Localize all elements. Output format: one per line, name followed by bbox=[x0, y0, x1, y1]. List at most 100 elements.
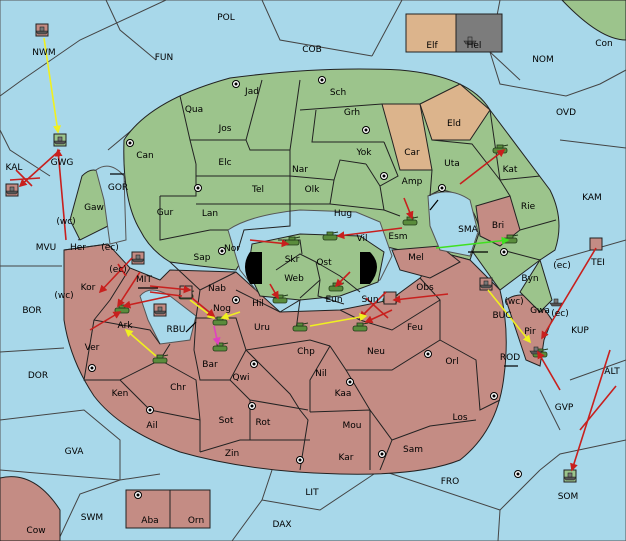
region-label: Car bbox=[404, 148, 420, 158]
region-label: LIT bbox=[305, 488, 319, 498]
region-label: Ost bbox=[316, 258, 332, 268]
region-label: Orl bbox=[445, 357, 458, 367]
province-mel[interactable] bbox=[391, 245, 461, 279]
region-label: Mou bbox=[343, 421, 362, 431]
gor-channel bbox=[95, 165, 127, 245]
fleet-units[interactable] bbox=[5, 23, 603, 483]
region-label: Mel bbox=[408, 253, 424, 263]
region-label: Qwi bbox=[233, 373, 250, 383]
region-label: Gaw bbox=[84, 203, 104, 213]
region-label: Nar bbox=[292, 165, 308, 175]
region-label: SOM bbox=[558, 492, 579, 502]
region-label: Esm bbox=[388, 232, 407, 242]
region-label: Uta bbox=[444, 159, 460, 169]
region-label: TEI bbox=[590, 258, 605, 268]
region-label: Kat bbox=[503, 165, 518, 175]
region-label: Elc bbox=[218, 158, 231, 168]
region-label: Jad bbox=[244, 87, 259, 97]
region-label: Sch bbox=[330, 88, 346, 98]
region-label: ROD bbox=[500, 353, 520, 363]
region-label: Neu bbox=[367, 347, 385, 357]
region-label: Zin bbox=[225, 449, 239, 459]
region-label: Pir bbox=[524, 327, 536, 337]
region-label: Amp bbox=[402, 177, 423, 187]
region-label: Gur bbox=[157, 208, 174, 218]
region-label: Rie bbox=[521, 202, 536, 212]
region-label: RBU bbox=[166, 325, 185, 335]
region-label: Cow bbox=[26, 526, 45, 536]
region-label: Nog bbox=[213, 304, 231, 314]
province-cow[interactable] bbox=[0, 476, 61, 541]
province-elf[interactable] bbox=[405, 13, 457, 53]
region-label: POL bbox=[217, 13, 235, 23]
region-label: NWM bbox=[32, 48, 55, 58]
sma-channel bbox=[427, 191, 479, 257]
region-label: Ark bbox=[117, 321, 133, 331]
region-label: GOR bbox=[108, 183, 128, 193]
region-label: Can bbox=[136, 151, 154, 161]
region-label: Rot bbox=[256, 418, 271, 428]
region-label: (ec) bbox=[553, 261, 571, 271]
region-label: Kaa bbox=[335, 389, 352, 399]
region-label: (ec) bbox=[109, 265, 127, 275]
region-label: Hel bbox=[467, 41, 482, 51]
region-label: Skr bbox=[285, 255, 300, 265]
province-orn[interactable] bbox=[169, 489, 211, 529]
region-label: OVD bbox=[556, 108, 576, 118]
region-label: Sap bbox=[194, 253, 211, 263]
region-label: Jos bbox=[218, 124, 232, 134]
region-label: Tel bbox=[251, 185, 264, 195]
region-label: FUN bbox=[155, 53, 174, 63]
region-label: Bri bbox=[492, 221, 504, 231]
region-label: DOR bbox=[28, 371, 48, 381]
region-label: Kor bbox=[81, 283, 96, 293]
region-label: Web bbox=[284, 274, 304, 284]
region-label: Eun bbox=[325, 295, 342, 305]
region-label: Qua bbox=[185, 105, 203, 115]
region-label: Vil bbox=[357, 234, 368, 244]
region-label: Chp bbox=[297, 347, 315, 357]
region-label: ALT bbox=[604, 367, 620, 377]
region-label: (ec) bbox=[551, 309, 569, 319]
region-label: Yok bbox=[355, 148, 372, 158]
province-hel[interactable] bbox=[455, 13, 503, 53]
region-label: GVA bbox=[65, 447, 85, 457]
order-arrows bbox=[9, 37, 617, 472]
region-label: (wc) bbox=[56, 217, 75, 227]
region-label: Hil bbox=[252, 299, 264, 309]
lake-oval bbox=[245, 252, 377, 284]
region-label: Aba bbox=[141, 516, 158, 526]
region-label: NOM bbox=[532, 55, 554, 65]
region-label: Sam bbox=[403, 445, 423, 455]
province-borders bbox=[63, 79, 557, 471]
region-label: Byn bbox=[521, 274, 538, 284]
region-label: Ail bbox=[146, 421, 157, 431]
region-label: Con bbox=[595, 39, 613, 49]
region-label: BUC bbox=[492, 311, 511, 321]
region-label: (ec) bbox=[101, 243, 119, 253]
region-label: Nor bbox=[224, 244, 240, 254]
region-label: MIT bbox=[136, 275, 152, 285]
region-label: COB bbox=[302, 45, 322, 55]
region-label: Ver bbox=[85, 343, 100, 353]
region-label: KAL bbox=[6, 163, 23, 173]
province-eld[interactable] bbox=[419, 83, 491, 141]
province-gwa[interactable] bbox=[519, 258, 553, 313]
region-label: SMA bbox=[458, 225, 478, 235]
region-label: Grh bbox=[344, 108, 360, 118]
region-label: FRO bbox=[441, 477, 460, 487]
region-label: Chr bbox=[170, 383, 186, 393]
region-label: (wc) bbox=[504, 297, 523, 307]
province-aba[interactable] bbox=[125, 489, 171, 529]
region-label: DAX bbox=[272, 520, 291, 530]
region-label: Obs bbox=[416, 283, 434, 293]
supply-center-icon bbox=[88, 76, 522, 499]
region-label: GVP bbox=[555, 403, 574, 413]
region-label: KAM bbox=[582, 193, 602, 203]
province-car[interactable] bbox=[381, 103, 433, 171]
region-label: Olk bbox=[305, 185, 321, 195]
region-label: Feu bbox=[407, 323, 423, 333]
region-label: GWG bbox=[51, 158, 74, 168]
